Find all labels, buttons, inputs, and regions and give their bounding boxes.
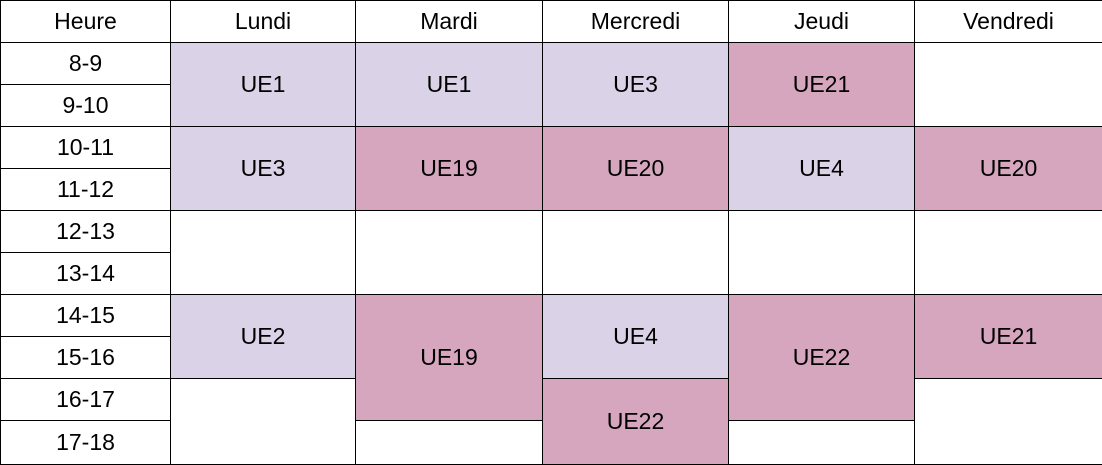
empty-slot xyxy=(728,210,915,295)
course-block-ue21: UE21 xyxy=(728,42,915,127)
time-slot-16-17: 16-17 xyxy=(0,378,171,421)
course-block-ue2: UE2 xyxy=(170,294,356,379)
empty-slot xyxy=(170,378,356,465)
time-slot-10-11: 10-11 xyxy=(0,126,171,169)
day-header-jeudi: Jeudi xyxy=(728,0,915,43)
day-header-mercredi: Mercredi xyxy=(542,0,729,43)
empty-slot xyxy=(728,420,915,465)
time-slot-13-14: 13-14 xyxy=(0,252,171,295)
empty-slot xyxy=(914,42,1102,127)
time-slot-17-18: 17-18 xyxy=(0,420,171,465)
time-slot-8-9: 8-9 xyxy=(0,42,171,85)
course-block-ue20: UE20 xyxy=(542,126,729,211)
course-block-ue22: UE22 xyxy=(542,378,729,465)
empty-slot xyxy=(355,420,543,465)
day-header-vendredi: Vendredi xyxy=(914,0,1102,43)
course-block-ue21: UE21 xyxy=(914,294,1102,379)
empty-slot xyxy=(914,210,1102,295)
course-block-ue19: UE19 xyxy=(355,126,543,211)
empty-slot xyxy=(914,378,1102,465)
course-block-ue4: UE4 xyxy=(728,126,915,211)
empty-slot xyxy=(542,210,729,295)
time-slot-12-13: 12-13 xyxy=(0,210,171,253)
time-slot-11-12: 11-12 xyxy=(0,168,171,211)
course-block-ue4: UE4 xyxy=(542,294,729,379)
day-header-lundi: Lundi xyxy=(170,0,356,43)
course-block-ue1: UE1 xyxy=(355,42,543,127)
corner-header: Heure xyxy=(0,0,171,43)
course-block-ue20: UE20 xyxy=(914,126,1102,211)
empty-slot xyxy=(170,210,356,295)
course-block-ue3: UE3 xyxy=(542,42,729,127)
time-slot-14-15: 14-15 xyxy=(0,294,171,337)
empty-slot xyxy=(355,210,543,295)
time-slot-9-10: 9-10 xyxy=(0,84,171,127)
course-block-ue3: UE3 xyxy=(170,126,356,211)
course-block-ue22: UE22 xyxy=(728,294,915,421)
time-slot-15-16: 15-16 xyxy=(0,336,171,379)
day-header-mardi: Mardi xyxy=(355,0,543,43)
course-block-ue1: UE1 xyxy=(170,42,356,127)
course-block-ue19: UE19 xyxy=(355,294,543,421)
